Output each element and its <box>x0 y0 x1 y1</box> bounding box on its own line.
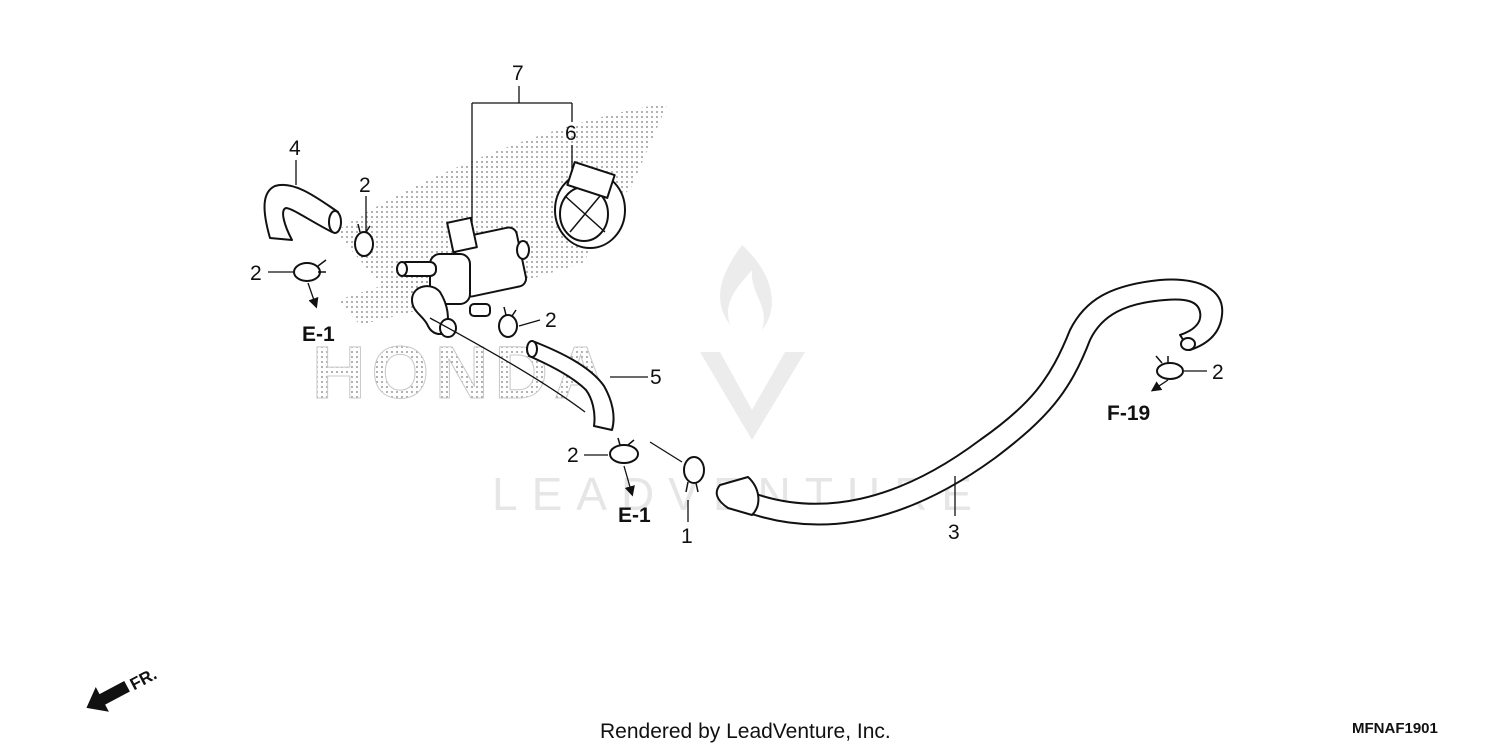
callout-4: 4 <box>289 137 301 160</box>
part-3-air-hose <box>715 278 1224 526</box>
callout-7: 7 <box>512 62 524 85</box>
honda-logo-text: HONDA <box>312 331 613 414</box>
callout-2-right: 2 <box>1212 361 1224 384</box>
clip-2-left <box>293 259 327 282</box>
callout-1: 1 <box>681 525 693 548</box>
clip-2-upper <box>354 223 374 257</box>
callout-2-left: 2 <box>250 262 262 285</box>
callout-6: 6 <box>565 122 577 145</box>
part-4-elbow-hose <box>263 183 342 241</box>
callout-2-middle: 2 <box>545 309 557 332</box>
leader-lines <box>268 86 1207 522</box>
callout-5: 5 <box>650 366 662 389</box>
ref-f19[interactable]: F-19 <box>1107 402 1150 425</box>
part-7-control-valve <box>396 216 530 338</box>
clip-2-lower <box>609 437 639 464</box>
direction-label: FR. <box>127 664 160 694</box>
ref-e1-lower[interactable]: E-1 <box>618 504 651 527</box>
part-1-clip <box>683 456 705 493</box>
ref-e1-upper[interactable]: E-1 <box>302 323 335 346</box>
part-5-hose <box>526 340 615 431</box>
part-6-mounting-band <box>554 161 626 249</box>
callout-3: 3 <box>948 521 960 544</box>
leadventure-flame-logo <box>720 245 772 330</box>
callout-2-lower: 2 <box>567 444 579 467</box>
front-direction-arrow-icon: FR. <box>86 664 160 712</box>
callout-2-upper: 2 <box>359 174 371 197</box>
diagram-code: MFNAF1901 <box>1352 720 1438 737</box>
clip-2-middle <box>498 306 518 338</box>
rendered-by-footer: Rendered by LeadVenture, Inc. <box>600 720 891 743</box>
clip-2-right <box>1155 355 1184 380</box>
